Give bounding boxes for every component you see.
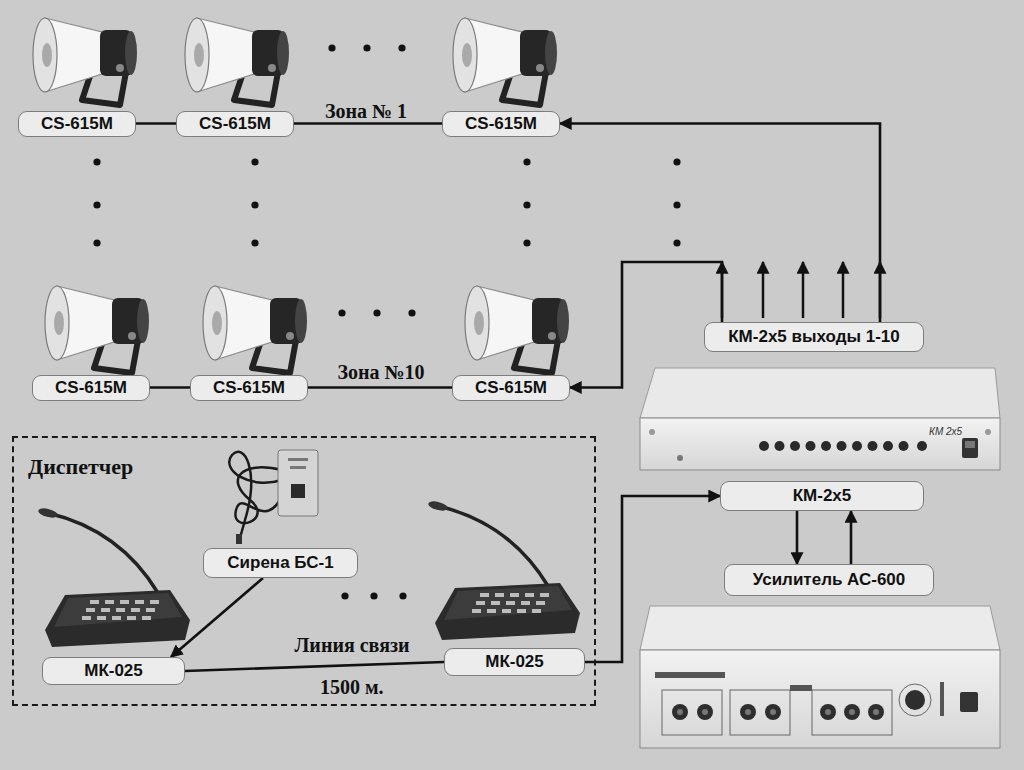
amplifier-box: Усилитель АС-600	[724, 564, 934, 596]
box-label: CS-615M	[199, 114, 271, 134]
box-label: CS-615M	[55, 378, 127, 398]
speaker-label: CS-615M	[32, 375, 150, 401]
signal-arrow	[850, 511, 853, 564]
box-label: CS-615M	[475, 378, 547, 398]
output-arrows	[722, 262, 880, 318]
box-label: CS-615M	[465, 114, 537, 134]
console-box: МК-025	[444, 648, 585, 676]
console-box: МК-025	[42, 657, 185, 685]
box-label: МК-025	[84, 661, 143, 681]
box-label: КМ-2х5	[793, 486, 852, 506]
distance-label: 1500 м.	[320, 676, 384, 698]
horn-speaker	[33, 18, 137, 105]
line-label: Зона №10	[337, 361, 424, 383]
box-label: CS-615M	[41, 114, 113, 134]
signal-arrow	[570, 262, 722, 388]
connection-line	[150, 386, 190, 389]
horn-speaker	[185, 18, 289, 105]
connection-line	[136, 122, 176, 125]
speaker-label: CS-615M	[452, 375, 570, 401]
box-label: КМ-2х5 выходы 1-10	[728, 327, 900, 347]
amplifier-unit	[640, 606, 1000, 748]
horn-speaker	[453, 18, 557, 105]
ellipsis-dots	[93, 158, 680, 246]
switch-unit	[640, 368, 1000, 470]
connection-line	[185, 662, 444, 671]
outputs-box: КМ-2х5 выходы 1-10	[704, 322, 924, 352]
line-label: Зона № 1	[325, 100, 407, 122]
connection-line	[294, 122, 442, 125]
box-label: Усилитель АС-600	[753, 570, 906, 590]
horn-speaker	[465, 286, 569, 373]
desk-microphone	[427, 500, 580, 640]
speaker-label: CS-615M	[176, 111, 294, 137]
horn-speaker	[45, 286, 149, 373]
speaker-label: CS-615M	[18, 111, 136, 137]
signal-arrow	[560, 124, 880, 323]
signal-arrow	[171, 578, 263, 657]
ellipsis-dots	[338, 309, 415, 316]
dispatcher-region: ДиспетчерСирена БС-1МК-025 МК-025	[12, 436, 596, 706]
speaker-label: CS-615M	[442, 111, 560, 137]
connection-line	[308, 386, 452, 389]
horn-speaker	[203, 286, 307, 373]
box-label: Сирена БС-1	[227, 553, 333, 573]
signal-arrow	[796, 511, 799, 564]
box-label: МК-025	[485, 652, 544, 672]
speaker-label: CS-615M	[190, 375, 308, 401]
ellipsis-dots	[328, 44, 405, 51]
line-label: Линия связи	[294, 634, 409, 656]
ellipsis-dots	[341, 592, 406, 599]
switch-box: КМ-2х5	[720, 481, 924, 511]
device-marking: КМ 2х5	[929, 426, 962, 437]
box-label: CS-615M	[213, 378, 285, 398]
desk-microphone	[37, 507, 190, 647]
region-title: Диспетчер	[28, 454, 133, 480]
siren-device	[229, 450, 318, 544]
siren-box: Сирена БС-1	[203, 548, 358, 578]
signal-arrow	[585, 496, 720, 662]
